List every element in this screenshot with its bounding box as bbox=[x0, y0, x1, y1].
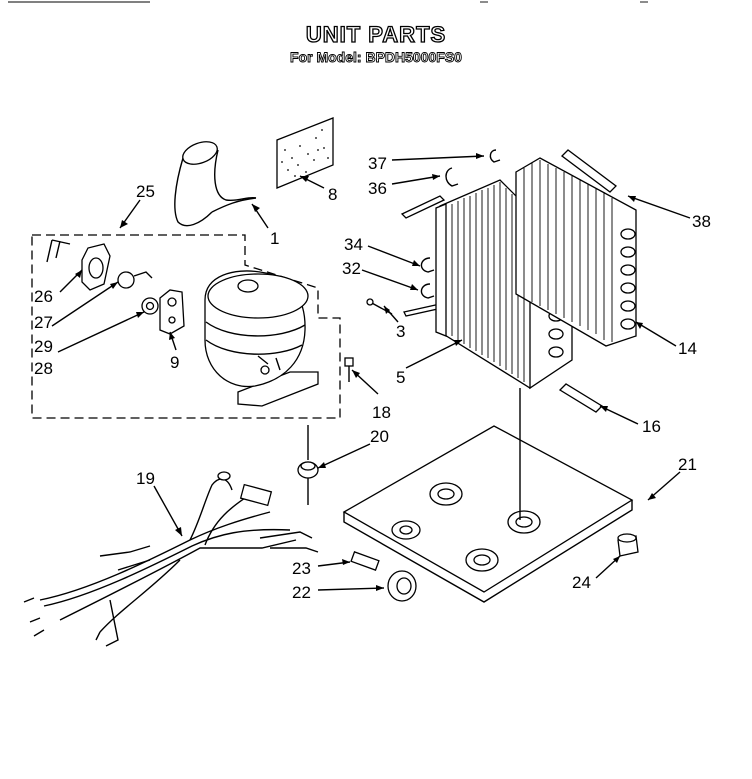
callout-36: 36 bbox=[368, 179, 387, 198]
part-34-clip bbox=[420, 257, 435, 273]
part-37-clip bbox=[489, 149, 501, 163]
tube-rod bbox=[400, 195, 446, 219]
part-36-clip bbox=[445, 167, 459, 187]
callout-37: 37 bbox=[368, 154, 387, 173]
callout-1: 1 bbox=[270, 229, 279, 248]
callout-22: 22 bbox=[292, 583, 311, 602]
callout-19: 19 bbox=[136, 469, 155, 488]
part-19-wire-harness bbox=[23, 471, 319, 647]
leader-lines bbox=[51, 153, 691, 591]
part-23-axle bbox=[350, 551, 380, 571]
part-18-bolt bbox=[344, 357, 354, 382]
callout-26: 26 bbox=[34, 287, 53, 306]
part-21-base-pan bbox=[342, 388, 634, 603]
callout-32: 32 bbox=[342, 259, 361, 278]
callout-28: 28 bbox=[34, 359, 53, 378]
part-1-tube bbox=[174, 141, 257, 227]
callout-labels: 1 3 5 8 9 14 16 18 19 20 21 22 23 24 25 … bbox=[34, 154, 711, 602]
part-29-overload bbox=[117, 271, 153, 289]
page-title: UNIT PARTS bbox=[305, 21, 447, 47]
compressor bbox=[204, 270, 319, 407]
callout-38: 38 bbox=[692, 212, 711, 231]
part-32-clip bbox=[420, 283, 435, 299]
part-16-bar bbox=[558, 383, 604, 413]
callout-3: 3 bbox=[396, 322, 405, 341]
evaporator-return-bends bbox=[620, 228, 636, 330]
part-8-filter-pad bbox=[276, 117, 334, 189]
part-38-bar bbox=[561, 149, 617, 193]
callout-9: 9 bbox=[170, 353, 179, 372]
part-9-bracket bbox=[159, 289, 185, 335]
model-subtitle: For Model: BPDH5000FS0 bbox=[290, 49, 463, 66]
callout-24: 24 bbox=[572, 573, 591, 592]
callout-29: 29 bbox=[34, 337, 53, 356]
callout-5: 5 bbox=[396, 368, 405, 387]
callout-20: 20 bbox=[370, 427, 389, 446]
callout-14: 14 bbox=[678, 339, 697, 358]
callout-18: 18 bbox=[372, 403, 391, 422]
part-28-relay bbox=[141, 297, 159, 315]
part-22-wheel bbox=[387, 570, 417, 602]
part-24-foot bbox=[617, 533, 639, 557]
callout-27: 27 bbox=[34, 313, 53, 332]
part-20-grommet bbox=[297, 425, 319, 505]
callout-16: 16 bbox=[642, 417, 661, 436]
callout-8: 8 bbox=[328, 185, 337, 204]
callout-25: 25 bbox=[136, 182, 155, 201]
part-27-terminal-cover bbox=[81, 243, 111, 291]
part-14-evaporator bbox=[515, 157, 637, 347]
part-26-clip bbox=[46, 239, 71, 263]
callout-34: 34 bbox=[344, 235, 363, 254]
callout-21: 21 bbox=[678, 455, 697, 474]
callout-23: 23 bbox=[292, 559, 311, 578]
compressor-group-boundary bbox=[31, 234, 341, 419]
